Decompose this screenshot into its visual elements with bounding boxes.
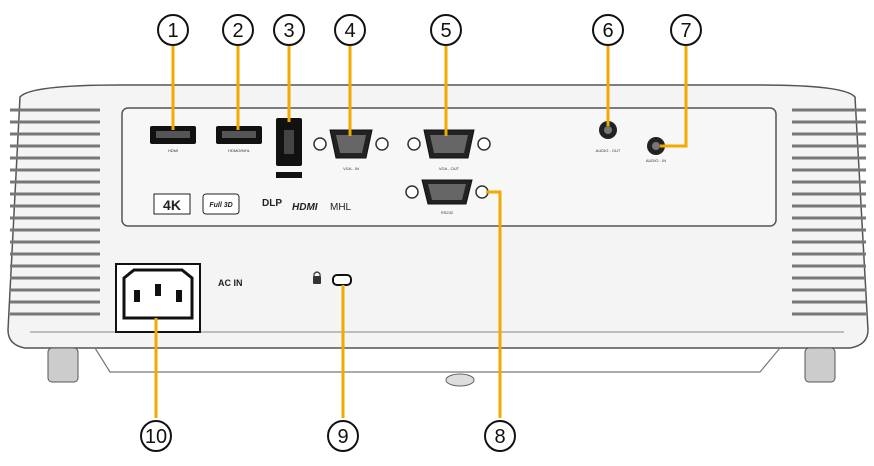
callout-number: 3 xyxy=(283,20,294,42)
callout-6: 6 xyxy=(592,14,624,46)
callout-number: 1 xyxy=(167,20,178,42)
logo-dlp: DLP xyxy=(262,198,282,209)
hdmi1-label: HDMI xyxy=(168,148,178,153)
logo-4k: 4K xyxy=(163,197,181,213)
logo-4k-box xyxy=(153,193,191,215)
rs232-label: RS232 xyxy=(441,210,454,215)
callout-3: 3 xyxy=(273,14,305,46)
callout-number: 10 xyxy=(145,426,167,448)
vga-out-label: VGA - OUT xyxy=(439,166,460,171)
audio-out-label: AUDIO - OUT xyxy=(596,148,621,153)
callout-1: 1 xyxy=(157,14,189,46)
callout-9: 9 xyxy=(327,420,359,452)
ac-power-socket: AC IN xyxy=(115,263,243,333)
right-foot xyxy=(804,347,836,383)
callout-number: 2 xyxy=(232,20,243,42)
audio-out-jack: AUDIO - OUT xyxy=(596,121,621,153)
callout-5: 5 xyxy=(430,14,462,46)
ac-in-label: AC IN xyxy=(218,278,243,288)
logo-hdmi: HDMI xyxy=(292,202,318,213)
vga-in-label: VGA - IN xyxy=(343,166,359,171)
callout-number: 7 xyxy=(680,20,691,42)
callout-7: 7 xyxy=(670,14,702,46)
usb-power-port xyxy=(276,118,302,178)
logo-full3d-box xyxy=(202,193,240,215)
callouts: 1 2 3 4 5 6 7 8 9 10 xyxy=(140,14,702,452)
leader-8 xyxy=(486,190,502,418)
right-vent xyxy=(792,108,866,316)
callout-2: 2 xyxy=(222,14,254,46)
leader-7 xyxy=(660,46,688,148)
callout-8: 8 xyxy=(484,420,516,452)
vga-in-port: VGA - IN xyxy=(313,129,389,171)
callout-number: 9 xyxy=(337,426,348,448)
callout-number: 8 xyxy=(494,426,505,448)
hdmi1-port: HDMI xyxy=(150,126,196,153)
callout-number: 4 xyxy=(344,20,355,42)
vga-out-port: VGA - OUT xyxy=(407,129,491,171)
hdmi2-label: HDMI2/MHL xyxy=(228,148,251,153)
logo-full3d: Full 3D xyxy=(209,202,232,209)
rs232-port: RS232 xyxy=(405,179,489,215)
logo-row: 4K Full 3D DLP HDMI MHL xyxy=(153,193,352,215)
callout-10: 10 xyxy=(140,420,172,452)
left-foot xyxy=(47,347,79,383)
audio-in-jack: AUDIO - IN xyxy=(646,137,666,163)
callout-number: 6 xyxy=(602,20,613,42)
logo-mhl: MHL xyxy=(330,202,352,213)
callout-4: 4 xyxy=(334,14,366,46)
callout-number: 5 xyxy=(440,20,451,42)
audio-in-label: AUDIO - IN xyxy=(646,158,666,163)
leader-lines xyxy=(154,46,688,418)
left-vent xyxy=(10,108,100,316)
hdmi2-port: HDMI2/MHL xyxy=(216,126,262,153)
